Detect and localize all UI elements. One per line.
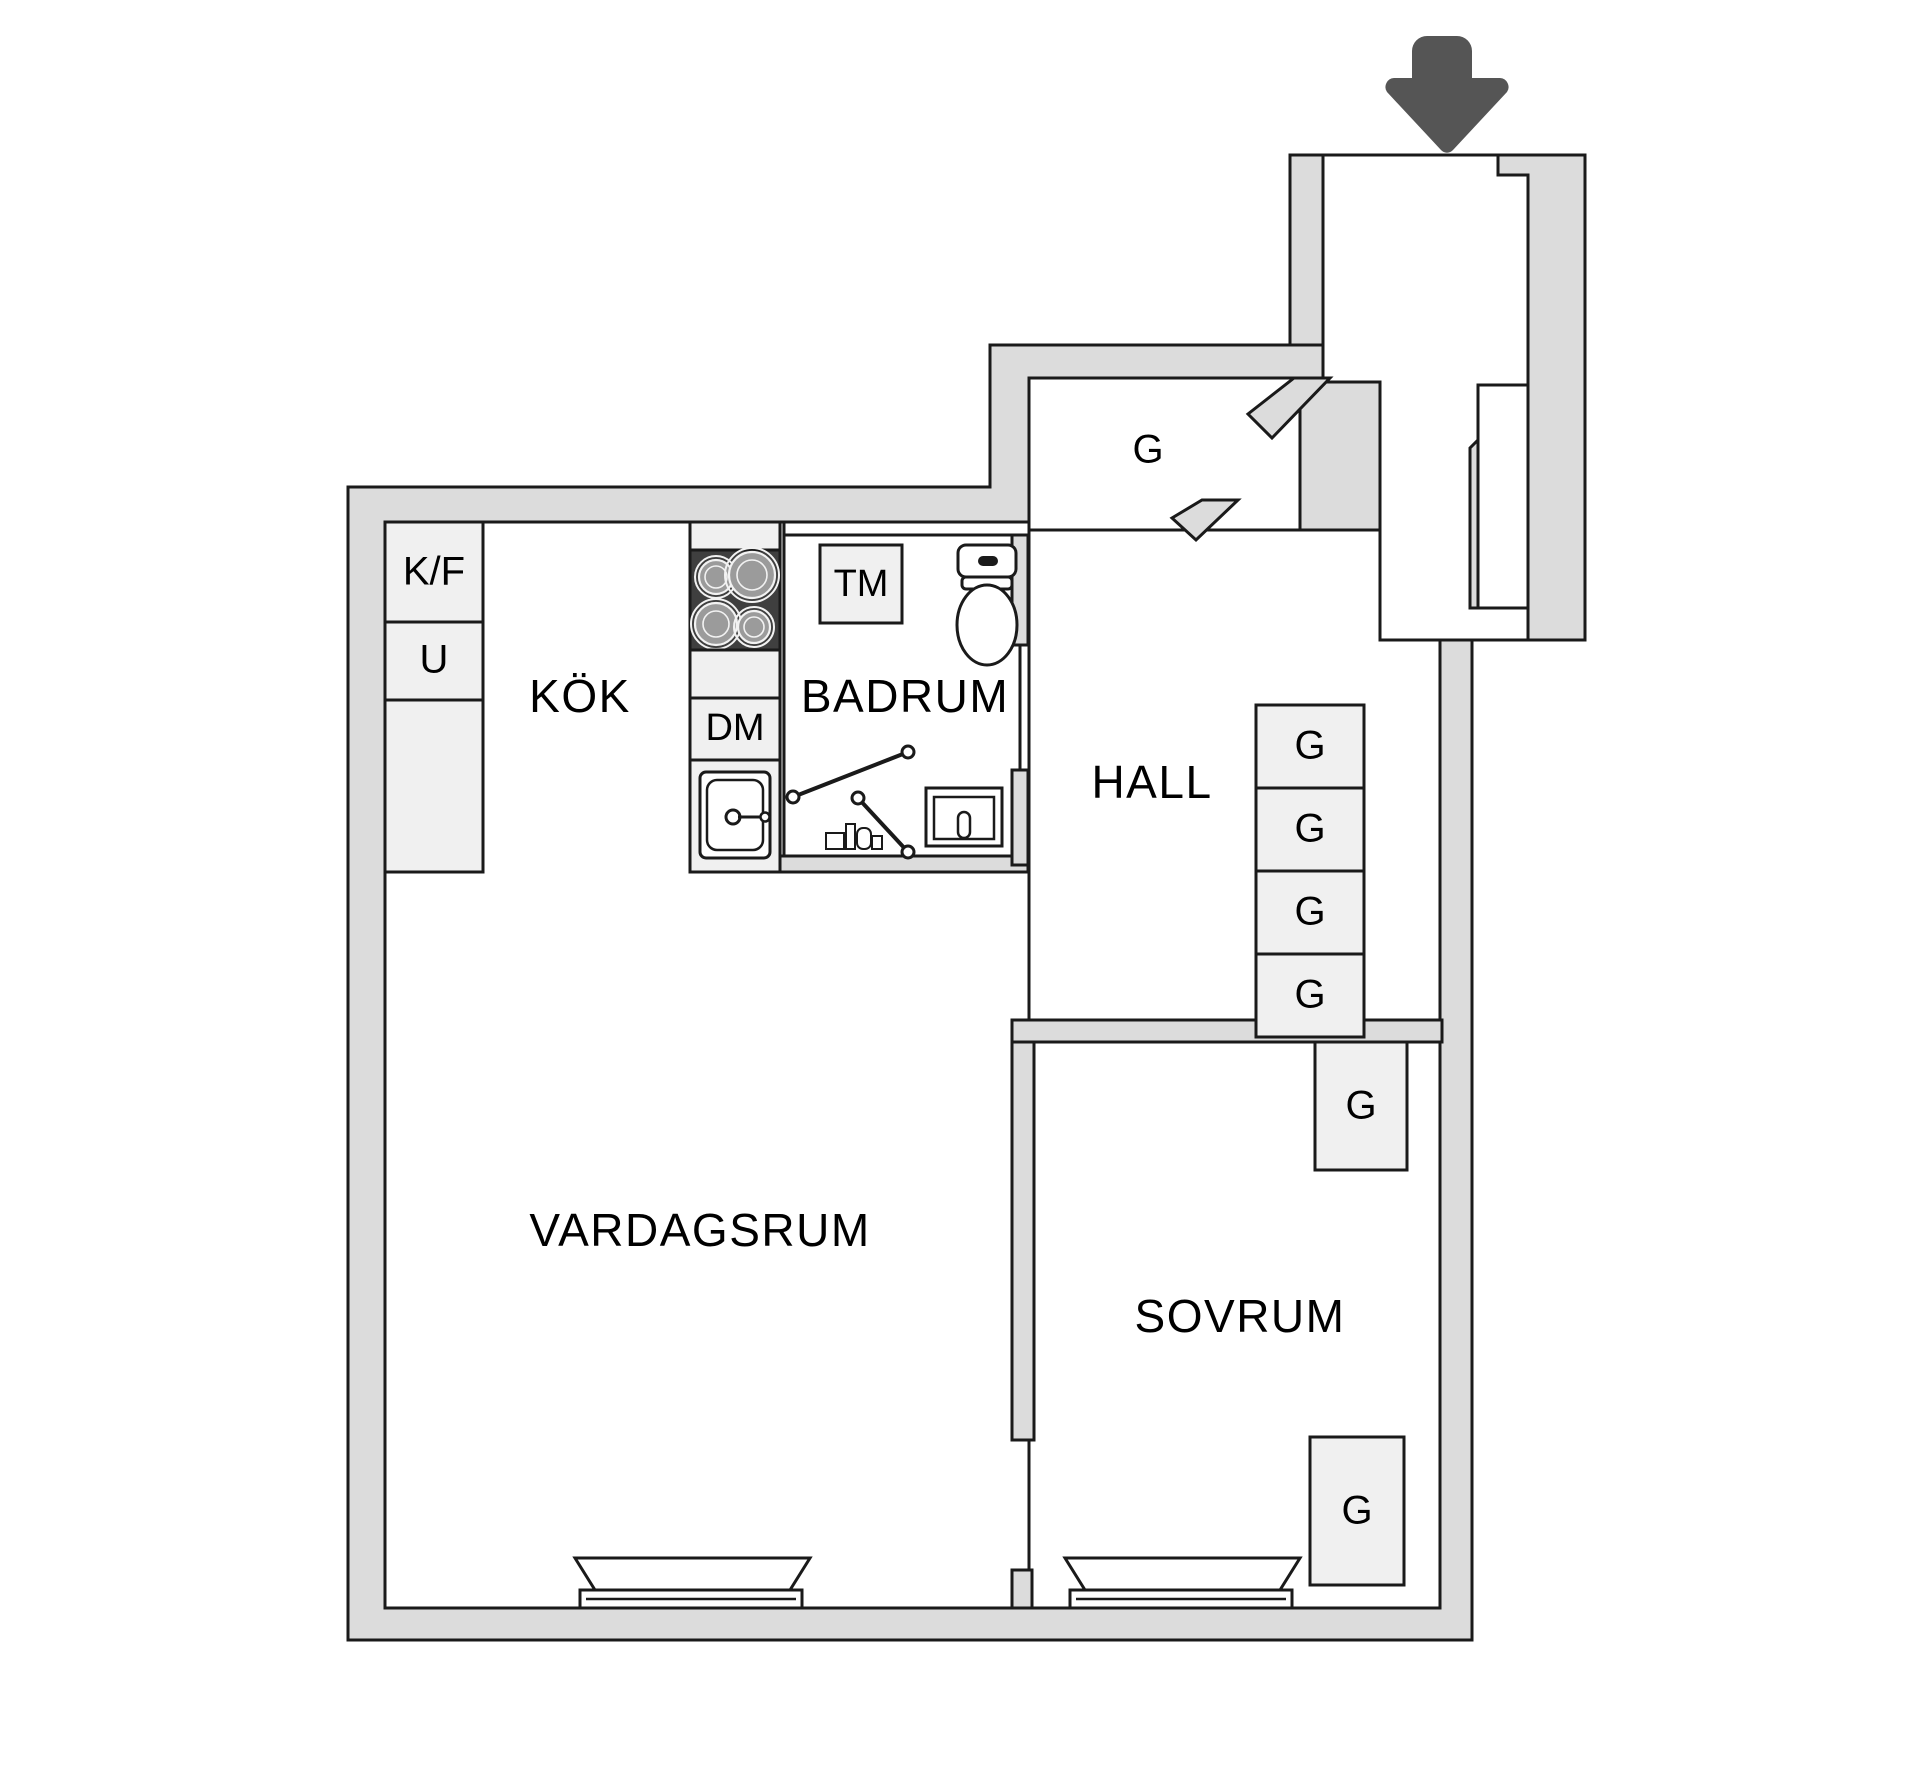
wall-structure — [346, 153, 1587, 1642]
kitchen-counter-top-right — [688, 520, 782, 552]
cabinet-label-g-hall-2: G — [1294, 807, 1325, 851]
cabinet-label-u: U — [420, 638, 449, 682]
wardrobe-hall-1[interactable] — [1254, 703, 1366, 790]
wardrobe-bedroom-top[interactable] — [1313, 1040, 1409, 1172]
toilet-icon — [955, 543, 1019, 667]
door-swing-right-wall — [1476, 383, 1530, 610]
wardrobe-hall-2[interactable] — [1254, 786, 1366, 873]
room-label-hall: HALL — [1091, 756, 1212, 808]
windows — [572, 1556, 1303, 1610]
cabinet-label-g-upper-hall: G — [1132, 428, 1163, 472]
cabinet-label-dm: DM — [705, 707, 764, 749]
window-pier — [1010, 1568, 1034, 1610]
wardrobe-bedroom-bottom[interactable] — [1308, 1435, 1406, 1587]
bedroom-top-wall — [1010, 1018, 1444, 1044]
bathroom-doorjamb-lower — [1010, 768, 1030, 867]
upper-hall-interior — [1027, 376, 1302, 532]
cabinet-label-kf: K/F — [403, 550, 465, 594]
window-left — [572, 1556, 813, 1610]
cabinet-kf-box[interactable] — [383, 520, 485, 624]
hall-bedroom-partition — [1010, 1018, 1036, 1442]
washbasin-icon — [924, 786, 1004, 848]
cabinet-labels: K/F U DM TM G G G G G G G — [403, 428, 1377, 1533]
window-right — [1062, 1556, 1303, 1610]
bathroom-fixtures — [785, 543, 1019, 860]
bedroom-wardrobes — [1308, 1040, 1409, 1587]
cabinet-tm-box[interactable] — [818, 543, 904, 625]
room-label-sovrum: SOVRUM — [1135, 1290, 1346, 1342]
kitchen-counter-mid-right — [688, 648, 782, 700]
hall-wardrobes — [1254, 703, 1366, 1039]
kitchen-cabinetry — [383, 520, 782, 874]
wardrobe-hall-4[interactable] — [1254, 952, 1366, 1039]
cooktop-burners — [690, 547, 780, 650]
bathroom-fittings-detail — [825, 823, 883, 850]
cabinet-label-g-sovrum-bottom: G — [1341, 1489, 1372, 1533]
room-label-badrum: BADRUM — [801, 670, 1009, 722]
door-leaf-upper-right — [1245, 376, 1334, 441]
room-label-kok: KÖK — [529, 670, 631, 722]
cabinet-label-tm: TM — [834, 563, 889, 605]
cabinet-label-g-hall-3: G — [1294, 890, 1325, 934]
cabinet-label-g-hall-4: G — [1294, 973, 1325, 1017]
bathroom-wall-bottom — [766, 854, 1030, 874]
cabinet-label-g-hall-1: G — [1294, 724, 1325, 768]
door-leaf-lower — [1169, 498, 1242, 543]
room-labels: KÖK BADRUM HALL VARDAGSRUM SOVRUM — [529, 670, 1346, 1342]
kitchen-counter-left — [383, 698, 485, 874]
sink-faucet — [724, 808, 771, 826]
shower-screen-icon — [785, 744, 916, 860]
entrance-arrow — [1385, 36, 1509, 153]
room-label-vardagsrum: VARDAGSRUM — [529, 1204, 870, 1256]
cabinet-label-g-sovrum-top: G — [1345, 1084, 1376, 1128]
